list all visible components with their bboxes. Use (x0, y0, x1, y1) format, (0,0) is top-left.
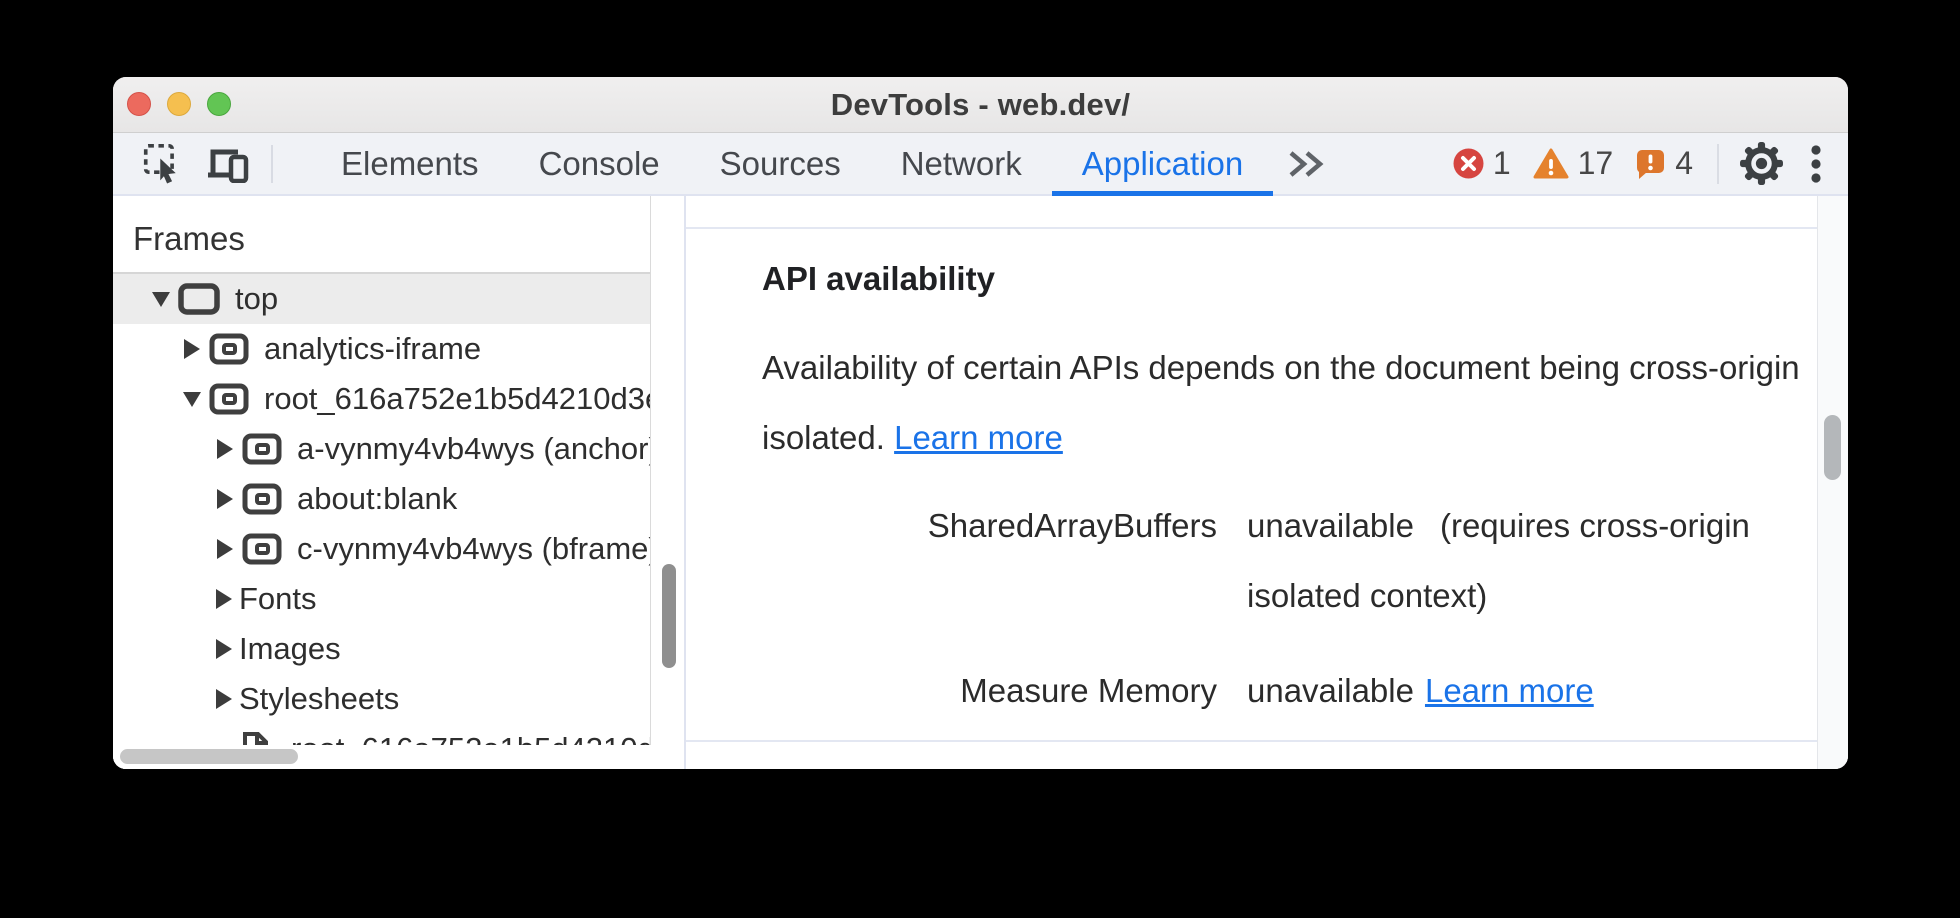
tree-item-label: a-vynmy4vb4wys (anchor) (297, 431, 651, 466)
learn-more-link[interactable]: Learn more (894, 419, 1063, 456)
tree-item-top[interactable]: top (113, 274, 650, 324)
devtools-toolbar: Elements Console Sources Network Applica… (113, 133, 1848, 196)
collapse-arrow-icon[interactable] (183, 391, 201, 407)
tab-network[interactable]: Network (900, 144, 1022, 182)
tab-elements[interactable]: Elements (341, 144, 479, 182)
more-tabs-button[interactable] (1287, 148, 1325, 180)
availability-note-line1: (requires cross-origin (1439, 507, 1750, 544)
devtools-window: DevTools - web.dev/ Elements Conso (113, 77, 1848, 769)
expand-arrow-icon[interactable] (216, 439, 234, 459)
section-description-line2: isolated. Learn more (762, 419, 1063, 457)
settings-button[interactable] (1739, 141, 1784, 186)
api-row-value: unavailable (requires cross-origin isolat… (1247, 491, 1787, 631)
console-warnings-badge[interactable]: 17 (1533, 145, 1614, 182)
issues-badge[interactable]: 4 (1635, 145, 1693, 182)
panel-vertical-scrollbar-thumb[interactable] (1824, 415, 1841, 480)
warning-icon (1533, 148, 1569, 178)
tree-item-label: analytics-iframe (264, 331, 482, 366)
kebab-menu-icon (1811, 144, 1821, 183)
traffic-lights (127, 92, 231, 116)
availability-status: unavailable (1247, 672, 1414, 709)
tree-item-stylesheets[interactable]: Stylesheets (113, 674, 650, 724)
error-count: 1 (1492, 145, 1511, 181)
console-errors-badge[interactable]: 1 (1453, 145, 1511, 182)
tree-item-label: c-vynmy4vb4wys (bframe) (297, 531, 651, 566)
error-icon (1453, 148, 1484, 179)
issue-count: 4 (1675, 145, 1693, 181)
warning-count: 17 (1577, 145, 1614, 181)
section-description-line1: Availability of certain APIs depends on … (762, 349, 1800, 386)
expand-arrow-icon[interactable] (215, 589, 233, 609)
tree-item-fonts[interactable]: Fonts (113, 574, 650, 624)
api-row-value: unavailable Learn more (1247, 656, 1787, 726)
devtools-menu-button[interactable] (1810, 142, 1822, 186)
tree-item-label: Images (239, 631, 341, 666)
availability-note-line2: isolated context) (1247, 577, 1488, 614)
issue-icon (1637, 149, 1665, 179)
panel-tabs: Elements Console Sources Network Applica… (311, 133, 1274, 196)
frames-section-header[interactable]: Frames (113, 196, 650, 274)
tree-item-label: Stylesheets (239, 681, 400, 716)
sidebar-horizontal-scrollbar-thumb[interactable] (120, 749, 298, 764)
frame-icon (178, 283, 220, 315)
tree-item-label: about:blank (297, 481, 458, 516)
expand-arrow-icon[interactable] (183, 339, 201, 359)
gear-icon (1740, 142, 1783, 185)
sidebar-vertical-scrollbar-thumb[interactable] (662, 564, 676, 668)
device-toolbar-button[interactable] (207, 145, 249, 183)
iframe-icon (242, 533, 282, 565)
expand-arrow-icon[interactable] (216, 489, 234, 509)
devtools-body: Frames top analytics-iframe (113, 196, 1848, 769)
frame-details-panel: API availability Availability of certain… (684, 196, 1848, 769)
window-title: DevTools - web.dev/ (830, 86, 1131, 122)
close-window-button[interactable] (127, 92, 151, 116)
expand-arrow-icon[interactable] (215, 689, 233, 709)
description-text: isolated. (762, 419, 885, 456)
availability-status: unavailable (1247, 507, 1414, 544)
application-sidebar: Frames top analytics-iframe (113, 196, 684, 769)
expand-arrow-icon[interactable] (216, 539, 234, 559)
tree-item-about-blank[interactable]: about:blank (113, 474, 650, 524)
device-toolbar-icon (208, 149, 249, 183)
tree-item-anchor-frame[interactable]: a-vynmy4vb4wys (anchor) (113, 424, 650, 474)
toolbar-status-area: 1 17 4 (1453, 141, 1822, 186)
section-divider (686, 740, 1817, 742)
collapse-arrow-icon[interactable] (152, 291, 170, 307)
api-row-label: SharedArrayBuffers (927, 507, 1217, 544)
tree-item-label: root_616a752e1b5d4210d3ec (264, 381, 651, 416)
panel-vertical-scrollbar[interactable] (1817, 196, 1848, 769)
iframe-icon (242, 433, 282, 465)
section-heading: API availability (762, 260, 995, 297)
tree-item-root-frame[interactable]: root_616a752e1b5d4210d3ec (113, 374, 650, 424)
tab-application[interactable]: Application (1051, 133, 1274, 196)
double-chevron-icon (1289, 150, 1324, 177)
iframe-icon (209, 333, 249, 365)
tab-console[interactable]: Console (538, 144, 660, 182)
toolbar-divider (1717, 143, 1719, 184)
minimize-window-button[interactable] (167, 92, 191, 116)
inspect-element-button[interactable] (143, 143, 183, 185)
previous-section-edge (686, 196, 1817, 229)
api-row-value-line1: unavailable (requires cross-origin (1247, 491, 1787, 561)
inspect-cursor-icon (143, 143, 176, 184)
zoom-window-button[interactable] (207, 92, 231, 116)
frames-tree: Frames top analytics-iframe (113, 196, 651, 769)
iframe-icon (242, 483, 282, 515)
tree-item-images[interactable]: Images (113, 624, 650, 674)
tree-item-bframe[interactable]: c-vynmy4vb4wys (bframe) (113, 524, 650, 574)
learn-more-link[interactable]: Learn more (1424, 672, 1594, 709)
toolbar-divider (271, 144, 273, 183)
tree-item-analytics-iframe[interactable]: analytics-iframe (113, 324, 650, 374)
iframe-icon (209, 383, 249, 415)
tree-item-label: Fonts (239, 581, 317, 616)
expand-arrow-icon[interactable] (215, 639, 233, 659)
api-row-label: Measure Memory (960, 672, 1217, 709)
tree-item-label: top (235, 281, 279, 316)
sidebar-horizontal-scrollbar[interactable] (113, 745, 651, 769)
tab-sources[interactable]: Sources (719, 144, 841, 182)
window-title-bar[interactable]: DevTools - web.dev/ (113, 77, 1848, 133)
